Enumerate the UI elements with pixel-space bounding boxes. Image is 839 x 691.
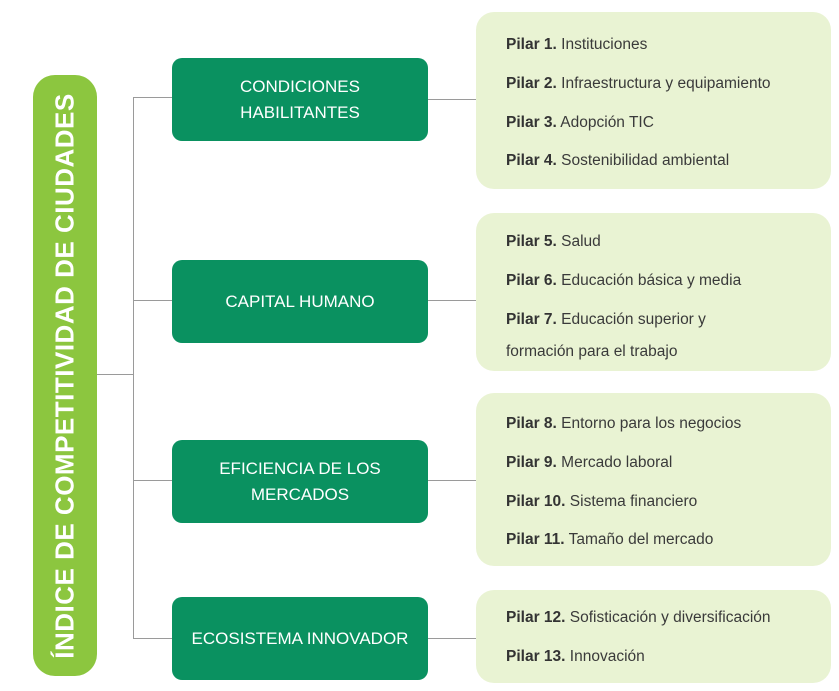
connector-cat-2 bbox=[133, 300, 173, 301]
pillar-item: Pilar 9. Mercado laboral bbox=[506, 454, 673, 471]
category-box-ecosistema: ECOSISTEMA INNOVADOR bbox=[172, 597, 428, 680]
category-box-condiciones: CONDICIONES HABILITANTES bbox=[172, 58, 428, 141]
pillar-item: Pilar 12. Sofisticación y diversificació… bbox=[506, 609, 771, 626]
category-label-line2: MERCADOS bbox=[250, 484, 350, 504]
pillar-item: Pilar 10. Sistema financiero bbox=[506, 493, 698, 510]
pillar-item: Pilar 5. Salud bbox=[506, 233, 601, 250]
connector-panel-4 bbox=[428, 638, 476, 639]
root-title: ÍNDICE DE COMPETITIVIDAD DE CIUDADES bbox=[49, 92, 80, 659]
category-label: CAPITAL HUMANO bbox=[225, 291, 375, 311]
pillar-item: Pilar 4. Sostenibilidad ambiental bbox=[506, 152, 730, 169]
pillar-panel-condiciones: Pilar 1. Instituciones Pilar 2. Infraest… bbox=[476, 12, 831, 189]
category-label-line1: EFICIENCIA DE LOS bbox=[219, 458, 381, 478]
category-box-eficiencia: EFICIENCIA DE LOS MERCADOS bbox=[172, 440, 428, 523]
pillar-item: Pilar 11. Tamaño del mercado bbox=[506, 531, 714, 548]
pillar-item: Pilar 8. Entorno para los negocios bbox=[506, 415, 742, 432]
pillar-item: Pilar 2. Infraestructura y equipamiento bbox=[506, 75, 771, 92]
connector-cat-4 bbox=[133, 638, 173, 639]
pillar-panel-capital-humano: Pilar 5. Salud Pilar 6. Educación básica… bbox=[476, 213, 831, 371]
connector-cat-3 bbox=[133, 480, 173, 481]
connector-panel-2 bbox=[428, 300, 476, 301]
category-box-capital-humano: CAPITAL HUMANO bbox=[172, 260, 428, 343]
pillar-panel-eficiencia: Pilar 8. Entorno para los negocios Pilar… bbox=[476, 393, 831, 566]
pillar-item: Pilar 3. Adopción TIC bbox=[506, 114, 654, 131]
connector-cat-1 bbox=[133, 97, 173, 98]
pillar-item: Pilar 6. Educación básica y media bbox=[506, 272, 742, 289]
connector-panel-3 bbox=[428, 480, 476, 481]
root-title-bar: ÍNDICE DE COMPETITIVIDAD DE CIUDADES bbox=[33, 75, 97, 676]
pillar-item-continuation: formación para el trabajo bbox=[506, 343, 678, 360]
connector-root-stub bbox=[97, 374, 133, 375]
category-label-line1: CONDICIONES bbox=[240, 76, 360, 96]
pillar-item: Pilar 1. Instituciones bbox=[506, 36, 648, 53]
connector-panel-1 bbox=[428, 99, 476, 100]
pillar-panel-ecosistema: Pilar 12. Sofisticación y diversificació… bbox=[476, 590, 831, 683]
pillar-item: Pilar 7. Educación superior y bbox=[506, 311, 706, 328]
pillar-item: Pilar 13. Innovación bbox=[506, 648, 645, 665]
category-label-line2: HABILITANTES bbox=[240, 102, 360, 122]
category-label: ECOSISTEMA INNOVADOR bbox=[191, 628, 409, 648]
connector-spine bbox=[133, 97, 134, 638]
